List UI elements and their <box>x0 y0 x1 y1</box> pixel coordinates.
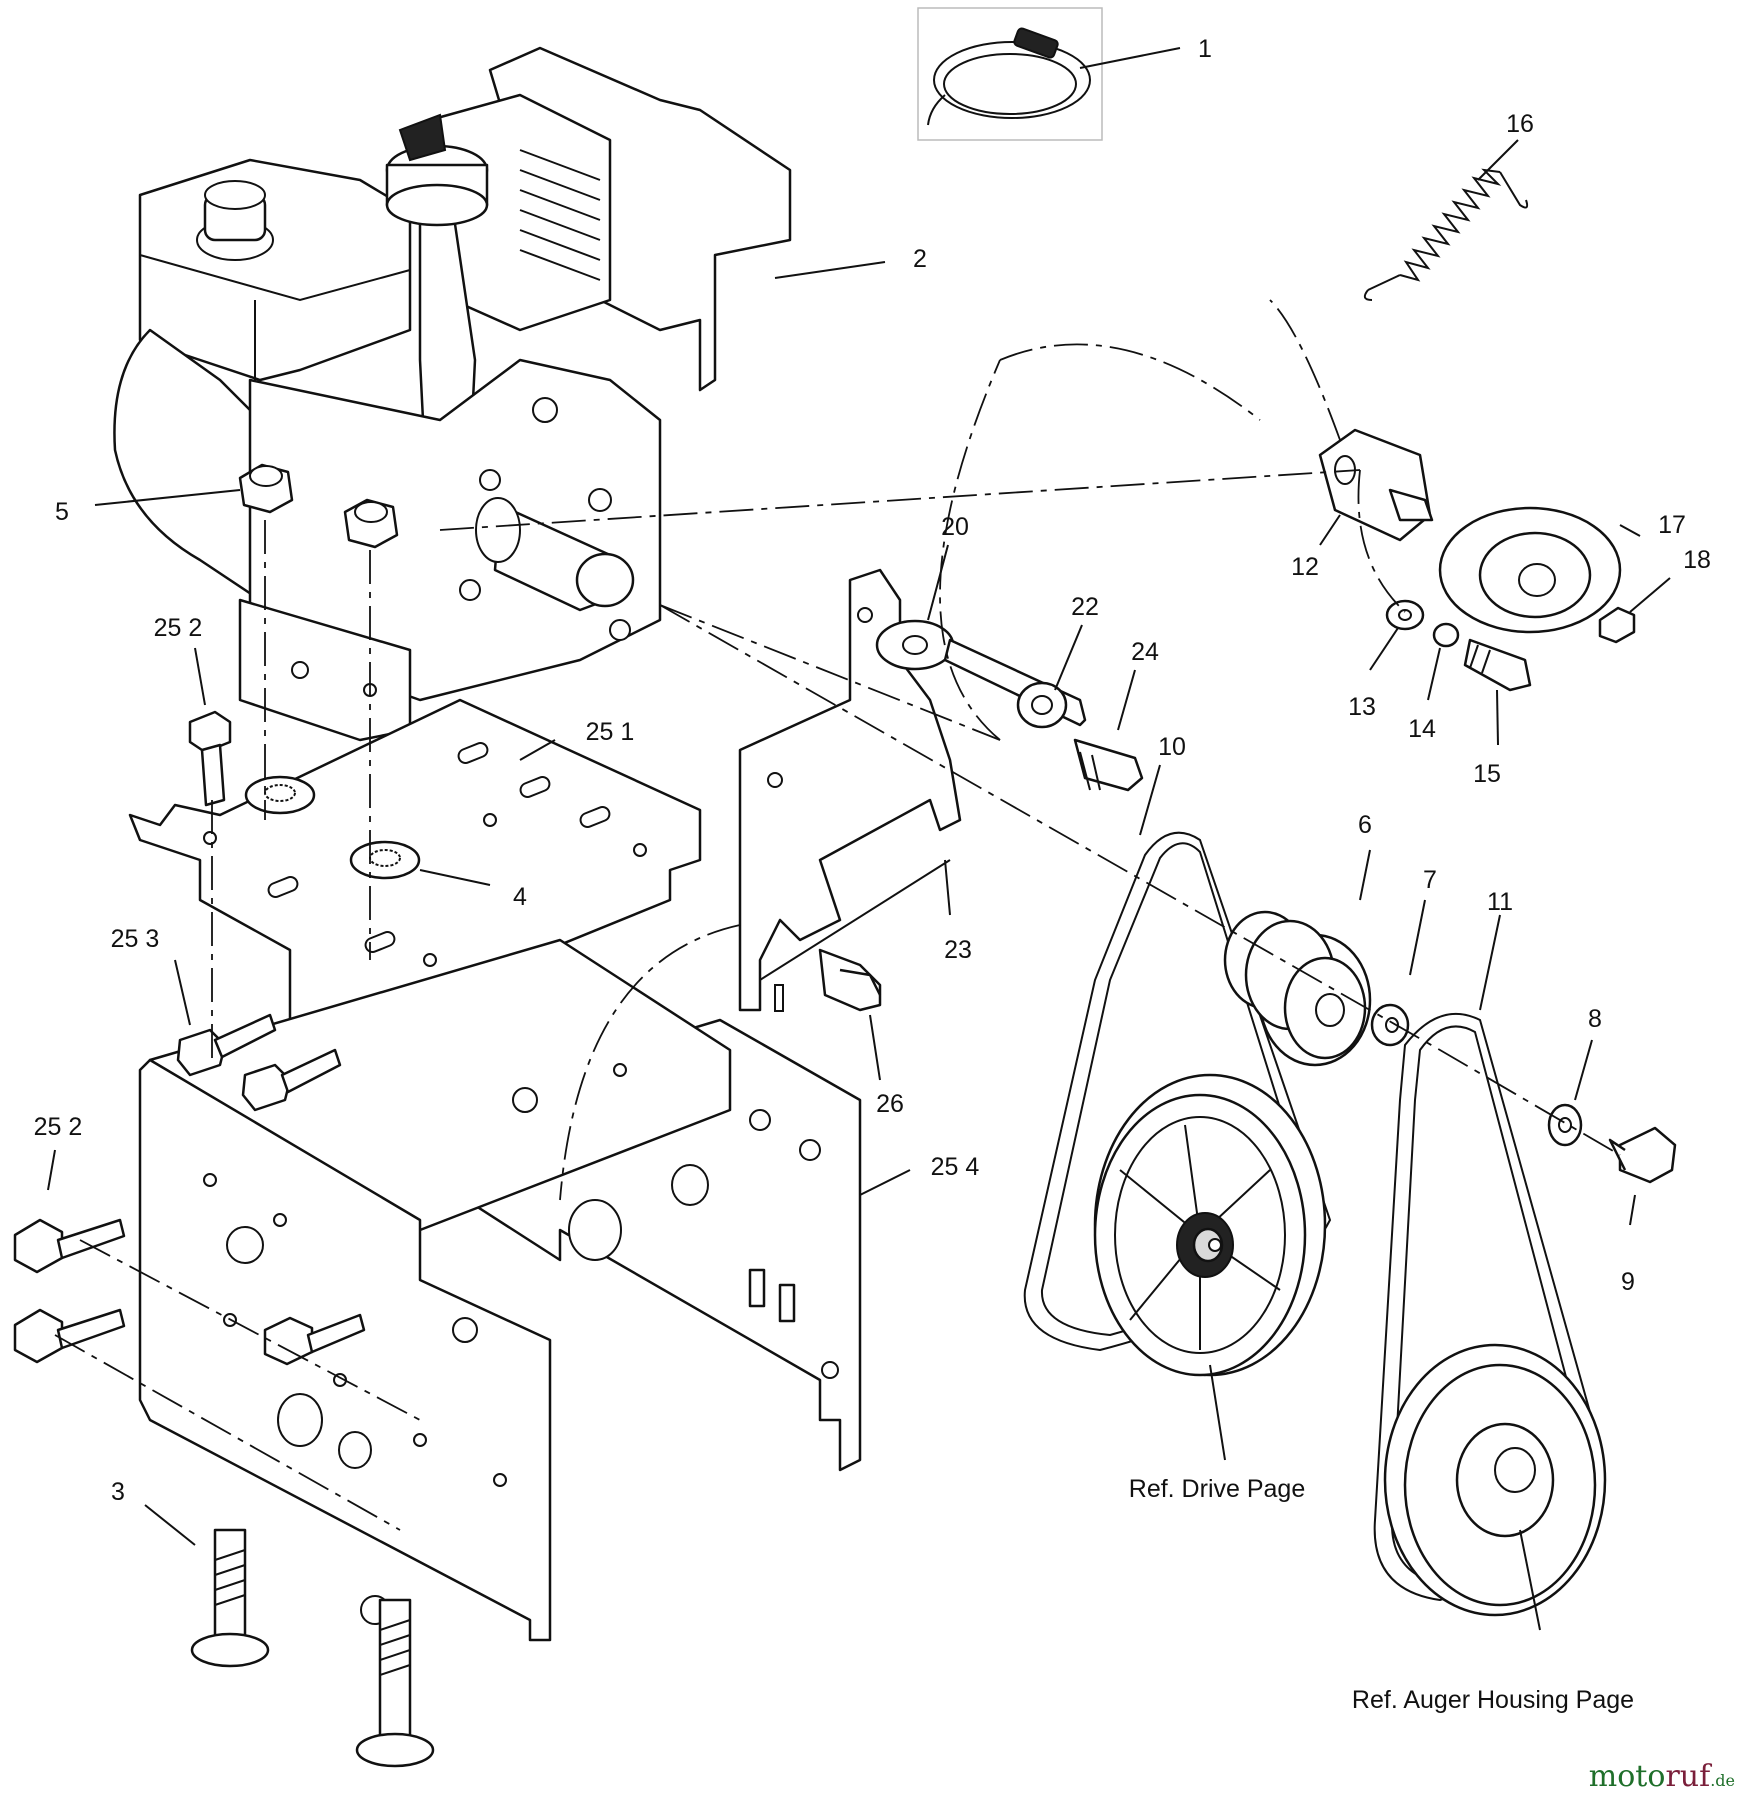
callout-12: 12 <box>1291 553 1319 581</box>
callout-6: 6 <box>1358 811 1372 839</box>
engine <box>113 46 792 742</box>
lock-washers <box>244 775 421 880</box>
drive-pulley <box>1093 1073 1327 1377</box>
callout-9: 9 <box>1621 1268 1635 1296</box>
callout-17: 17 <box>1658 511 1686 539</box>
callout-22: 22 <box>1071 593 1099 621</box>
bracket-bolt <box>818 948 882 1012</box>
hex-bolts <box>13 710 366 1366</box>
reference-labels: Ref. Drive Page Ref. Auger Housing Page <box>1129 1475 1634 1714</box>
callout-14: 14 <box>1408 715 1436 743</box>
callout-13: 13 <box>1348 693 1376 721</box>
callout-25-1: 25 1 <box>586 718 635 746</box>
power-cord <box>917 7 1103 141</box>
callout-24: 24 <box>1131 638 1159 666</box>
watermark-part-2: ruf <box>1665 1759 1711 1794</box>
callout-23: 23 <box>944 936 972 964</box>
watermark-logo: motoruf.de <box>1589 1759 1735 1794</box>
callout-25-3: 25 3 <box>111 925 160 953</box>
idler-pulley-assembly <box>1318 168 1636 692</box>
callout-25-2-top: 25 2 <box>154 614 203 642</box>
auger-pulley <box>1383 1343 1607 1617</box>
callout-20: 20 <box>941 513 969 541</box>
idler-washer-bolt <box>1016 681 1144 792</box>
pulley-washer-bolt <box>1547 1103 1677 1184</box>
callout-4: 4 <box>513 883 527 911</box>
callout-3: 3 <box>111 1478 125 1506</box>
callout-labels: 1 2 5 25 2 25 1 4 25 3 25 2 25 4 3 20 22… <box>34 35 1711 1506</box>
callout-8: 8 <box>1588 1005 1602 1033</box>
assembly-lines <box>54 299 1621 1531</box>
callout-18: 18 <box>1683 546 1711 574</box>
watermark-part-1: moto <box>1588 1759 1666 1794</box>
ref-auger-housing-page: Ref. Auger Housing Page <box>1352 1686 1634 1714</box>
callout-10: 10 <box>1158 733 1186 761</box>
pulley-bracket <box>738 568 962 1012</box>
carriage-bolts <box>190 1528 435 1768</box>
callout-5: 5 <box>55 498 69 526</box>
frame <box>138 938 862 1642</box>
callout-26: 26 <box>876 1090 904 1118</box>
callout-25-4: 25 4 <box>931 1153 980 1181</box>
callout-7: 7 <box>1423 866 1437 894</box>
callout-15: 15 <box>1473 760 1501 788</box>
ref-drive-page: Ref. Drive Page <box>1129 1475 1305 1503</box>
leader-lines <box>47 47 1671 1631</box>
callout-11: 11 <box>1487 888 1513 916</box>
watermark-part-3: .de <box>1710 1771 1735 1790</box>
callout-1: 1 <box>1198 35 1212 63</box>
callout-2: 2 <box>913 245 927 273</box>
callout-25-2-left: 25 2 <box>34 1113 83 1141</box>
engine-pulley <box>1223 910 1410 1067</box>
callout-16: 16 <box>1506 110 1534 138</box>
